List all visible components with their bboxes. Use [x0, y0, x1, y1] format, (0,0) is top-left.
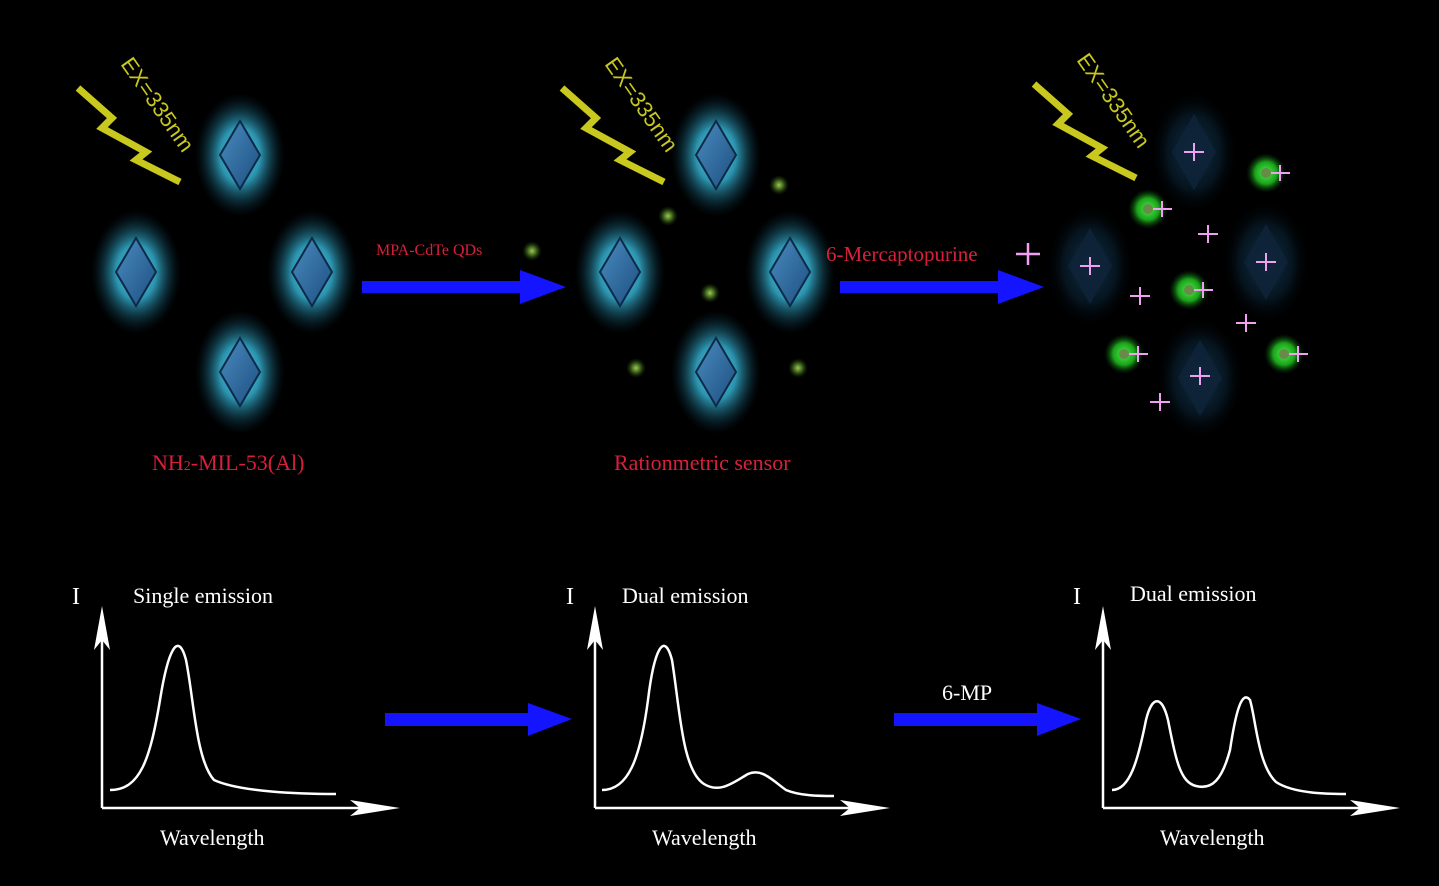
- spectrum-3: [1095, 606, 1400, 816]
- quantum-dot-bound: [1128, 189, 1172, 229]
- lightning-bolt-icon: [1031, 81, 1138, 182]
- spectrum-3-title: Dual emission: [1130, 581, 1257, 606]
- quantum-dot-bound: [1169, 270, 1213, 310]
- spectrum-1: [94, 606, 400, 816]
- quantum-dot-bound: [1264, 334, 1308, 374]
- plus-icons: [1080, 143, 1276, 411]
- spectrum-2-ylabel: I: [566, 584, 574, 610]
- crystal: [671, 310, 761, 434]
- crystal: [267, 210, 357, 334]
- quantum-dot: [700, 283, 720, 303]
- spectrum-1-ylabel: I: [72, 584, 80, 610]
- spectrum-1-title: Single emission: [133, 583, 273, 608]
- arrow-1-label: MPA-CdTe QDs: [376, 242, 482, 259]
- quantum-dot: [658, 206, 678, 226]
- quantum-dot: [522, 241, 542, 261]
- stage-3-crystals: [1046, 90, 1310, 440]
- crystal: [195, 310, 285, 434]
- quantum-dot-bound: [1246, 153, 1290, 193]
- stage-2-label: Rationmetric sensor: [614, 450, 791, 475]
- lightning-bolt-icon: [75, 85, 182, 186]
- plus-icon: [1016, 243, 1040, 265]
- lightning-bolt-icon: [559, 85, 666, 186]
- spectrum-2: [587, 606, 890, 816]
- bottom-arrow-1: [385, 703, 572, 736]
- arrow-2-label: 6-Mercaptopurine: [826, 242, 978, 266]
- arrow-1: [362, 270, 566, 304]
- bottom-arrow-2-label: 6-MP: [942, 680, 992, 705]
- spectrum-3-xlabel: Wavelength: [1160, 825, 1265, 850]
- stage-1-label: NH2-MIL-53(Al): [152, 450, 304, 475]
- arrow-2: [840, 270, 1044, 304]
- quantum-dot-bound: [1104, 334, 1148, 374]
- crystal: [91, 210, 181, 334]
- spectrum-3-ylabel: I: [1073, 584, 1081, 610]
- stage-1-crystals: [91, 93, 357, 434]
- crystal: [575, 210, 665, 334]
- spectrum-2-xlabel: Wavelength: [652, 825, 757, 850]
- quantum-dot: [769, 175, 789, 195]
- crystal: [745, 210, 835, 334]
- quantum-dot: [788, 358, 808, 378]
- spectrum-2-title: Dual emission: [622, 583, 749, 608]
- crystal: [671, 93, 761, 217]
- stage-2-crystals: [575, 93, 835, 434]
- bottom-arrow-2: [894, 703, 1081, 736]
- crystal: [195, 93, 285, 217]
- spectrum-1-xlabel: Wavelength: [160, 825, 265, 850]
- quantum-dot: [626, 358, 646, 378]
